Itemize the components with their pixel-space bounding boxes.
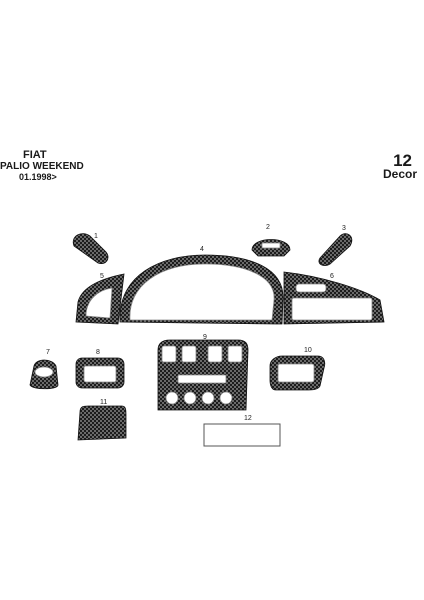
part-9-center-console: 9 bbox=[157, 334, 249, 411]
part-2-center-vent-trim: 2 bbox=[251, 224, 291, 257]
part-6-right-passenger-panel: 6 bbox=[283, 271, 385, 325]
part-label-1: 1 bbox=[94, 233, 98, 240]
part-label-3: 3 bbox=[342, 225, 346, 232]
model-year: 01.1998> bbox=[19, 172, 57, 182]
part-10-right-rectangular-trim: 10 bbox=[269, 347, 326, 391]
part-label-9: 9 bbox=[203, 334, 207, 341]
car-make: FIAT bbox=[23, 149, 47, 161]
part-label-12: 12 bbox=[244, 415, 252, 422]
part-label-4: 4 bbox=[200, 246, 204, 253]
part-3-right-vent-trim: 3 bbox=[318, 225, 353, 266]
part-label-5: 5 bbox=[100, 273, 104, 280]
part-label-8: 8 bbox=[96, 349, 100, 356]
part-label-6: 6 bbox=[330, 273, 334, 280]
part-1-left-vent-trim: 1 bbox=[72, 233, 109, 265]
part-5-left-end-panel: 5 bbox=[75, 273, 125, 325]
part-label-2: 2 bbox=[266, 224, 270, 231]
part-8-left-rectangular-trim: 8 bbox=[75, 349, 125, 389]
part-label-7: 7 bbox=[46, 349, 50, 356]
part-label-11: 11 bbox=[100, 399, 107, 406]
part-7-switch-trim: 7 bbox=[29, 349, 59, 390]
part-4-instrument-cluster-surround: 4 bbox=[119, 246, 284, 325]
car-model: PALIO WEEKEND bbox=[0, 161, 84, 172]
part-label-10: 10 bbox=[304, 347, 312, 354]
decor-label: Decor bbox=[382, 167, 417, 181]
piece-count: 12 bbox=[393, 151, 412, 170]
part-11-lower-left-panel: 11 bbox=[77, 399, 127, 441]
part-12-lower-flat-strip: 12 bbox=[203, 415, 281, 447]
